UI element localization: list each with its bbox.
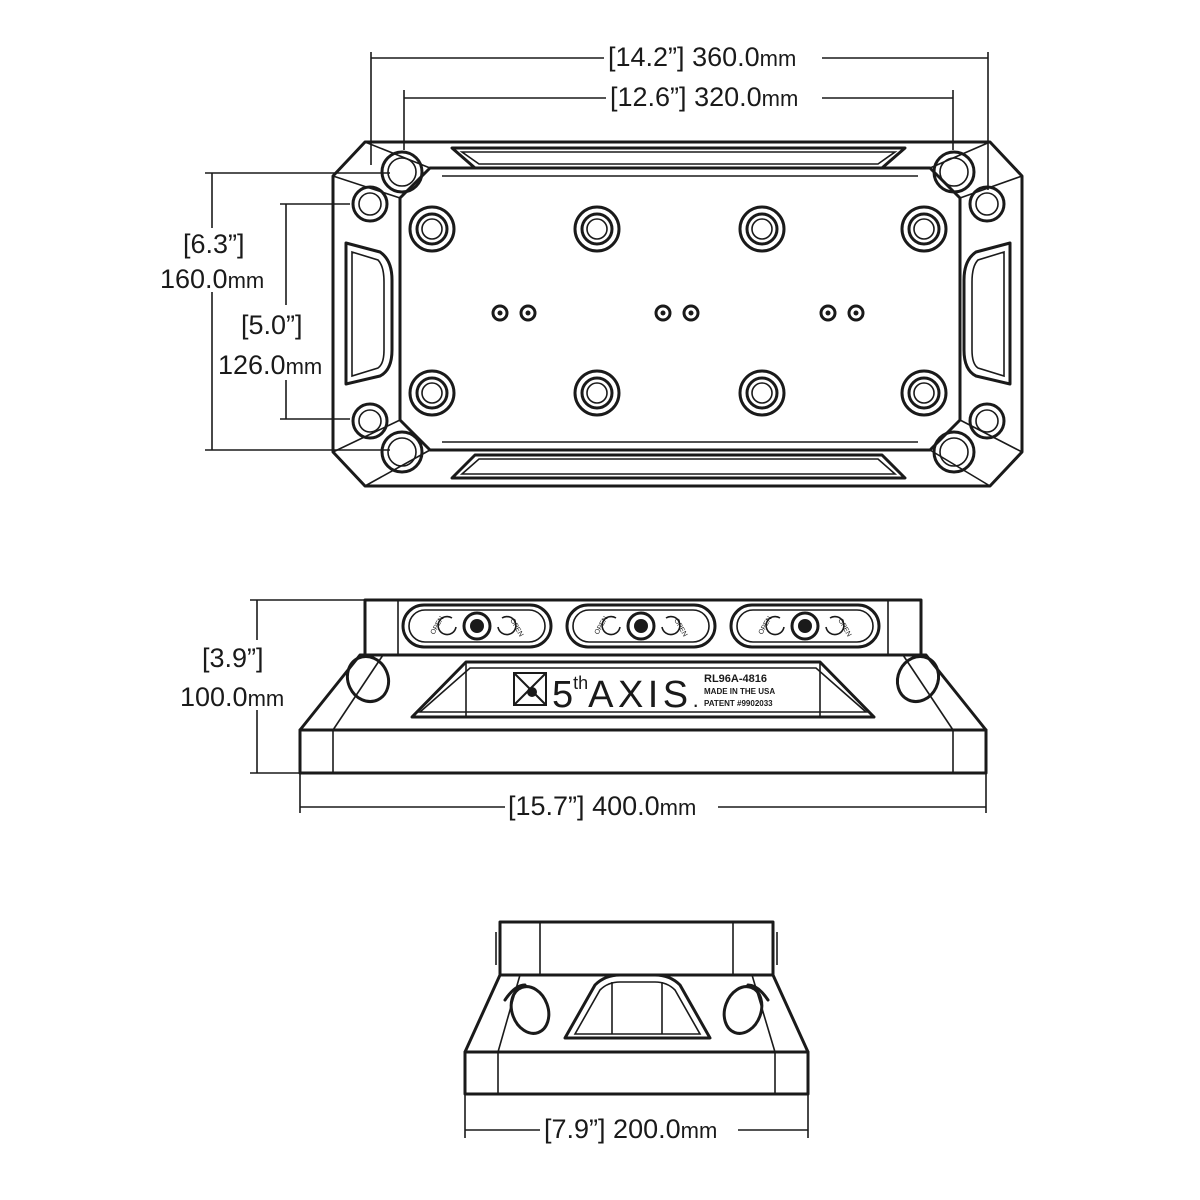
- clamp-pod: OPEN OPEN: [565, 603, 717, 649]
- pin-hole: [519, 304, 537, 322]
- counterbore-hole: [408, 369, 456, 417]
- svg-text:OPEN: OPEN: [508, 618, 524, 639]
- svg-text:OPEN: OPEN: [672, 618, 688, 639]
- svg-text:[14.2”] 360.0mm: [14.2”] 360.0mm: [608, 42, 796, 72]
- counterbore-hole: [573, 205, 621, 253]
- counterbore-hole: [738, 205, 786, 253]
- side-recess-left: [509, 985, 551, 1035]
- side-recess-right: [722, 985, 764, 1035]
- pin-hole: [654, 304, 672, 322]
- brand-name: 5thAXIS.: [552, 673, 699, 716]
- svg-text:100.0mm: 100.0mm: [180, 682, 284, 712]
- corner-hole: [351, 402, 389, 440]
- front-base: [298, 728, 988, 775]
- dimension-front-height: [3.9”] 100.0mm: [180, 599, 365, 774]
- counterbore-hole: [900, 205, 948, 253]
- dimension-side-width: [7.9”] 200.0mm: [464, 1094, 809, 1144]
- top-handle-right: [962, 241, 1012, 386]
- origin-text: MADE IN THE USA: [704, 687, 775, 696]
- counterbore-hole: [738, 369, 786, 417]
- svg-text:[5.0”]: [5.0”]: [241, 310, 303, 340]
- corner-hole: [380, 150, 424, 194]
- top-view: [331, 140, 1024, 488]
- side-base: [463, 1050, 810, 1096]
- top-view-outline: [331, 140, 1024, 488]
- pin-hole: [847, 304, 865, 322]
- model-number: RL96A-4816: [704, 673, 767, 685]
- svg-text:[12.6”] 320.0mm: [12.6”] 320.0mm: [610, 82, 798, 112]
- svg-text:160.0mm: 160.0mm: [160, 264, 264, 294]
- clamp-pod: OPEN OPEN: [729, 603, 881, 649]
- svg-text:[15.7”] 400.0mm: [15.7”] 400.0mm: [508, 791, 696, 821]
- top-handle-left: [344, 241, 394, 386]
- dimension-height-outer: [6.3”] 160.0mm: [160, 172, 390, 451]
- pin-hole: [819, 304, 837, 322]
- dimension-height-inner: [5.0”] 126.0mm: [218, 203, 350, 420]
- pin-hole: [491, 304, 509, 322]
- svg-text:126.0mm: 126.0mm: [218, 350, 322, 380]
- top-slot-upper: [450, 146, 907, 170]
- patent-text: PATENT #9902033: [704, 699, 773, 708]
- top-view-pocket: [398, 166, 962, 452]
- corner-hole: [968, 185, 1006, 223]
- front-view: OPEN OPEN OPEN OPEN OPEN OPEN 5thAXIS.: [298, 598, 988, 775]
- front-top-block: [363, 598, 923, 657]
- top-slot-lower: [450, 453, 907, 480]
- corner-hole: [351, 185, 389, 223]
- front-side-recess-left: [345, 655, 391, 703]
- side-arch: [563, 973, 712, 1040]
- side-top-block: [498, 920, 775, 977]
- dimension-width-inner: [12.6”] 320.0mm: [403, 82, 954, 150]
- pin-hole: [682, 304, 700, 322]
- corner-hole: [932, 430, 976, 474]
- svg-text:[6.3”]: [6.3”]: [183, 229, 245, 259]
- svg-text:[7.9”] 200.0mm: [7.9”] 200.0mm: [544, 1114, 717, 1144]
- dimension-width-outer: [14.2”] 360.0mm: [370, 42, 989, 190]
- svg-text:OPEN: OPEN: [836, 618, 852, 639]
- dimension-front-width: [15.7”] 400.0mm: [299, 773, 987, 821]
- clamp-pod: OPEN OPEN: [401, 603, 553, 649]
- counterbore-hole: [408, 205, 456, 253]
- counterbore-hole: [900, 369, 948, 417]
- corner-hole: [932, 150, 976, 194]
- side-view: [463, 920, 810, 1096]
- corner-hole: [968, 402, 1006, 440]
- corner-hole: [380, 430, 424, 474]
- front-side-recess-right: [895, 655, 941, 703]
- svg-text:[3.9”]: [3.9”]: [202, 643, 264, 673]
- front-body: [298, 653, 988, 732]
- brand-logo: [513, 672, 547, 706]
- counterbore-hole: [573, 369, 621, 417]
